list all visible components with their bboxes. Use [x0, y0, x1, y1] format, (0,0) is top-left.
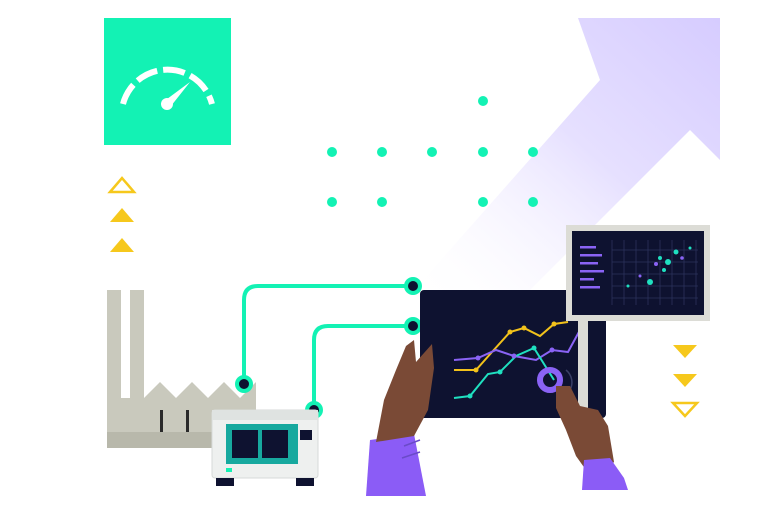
tablet-chart	[453, 319, 587, 399]
right-hand	[556, 386, 628, 490]
triangle-up-icon	[107, 176, 137, 252]
dot-grid	[327, 96, 538, 207]
growth-arrow-icon	[410, 18, 720, 295]
triangle-down-icon	[670, 345, 700, 418]
left-hand	[366, 340, 434, 496]
connector-lines	[242, 284, 413, 410]
machine-icon	[211, 409, 319, 486]
speedometer-icon	[104, 18, 231, 145]
monitor	[566, 225, 710, 421]
